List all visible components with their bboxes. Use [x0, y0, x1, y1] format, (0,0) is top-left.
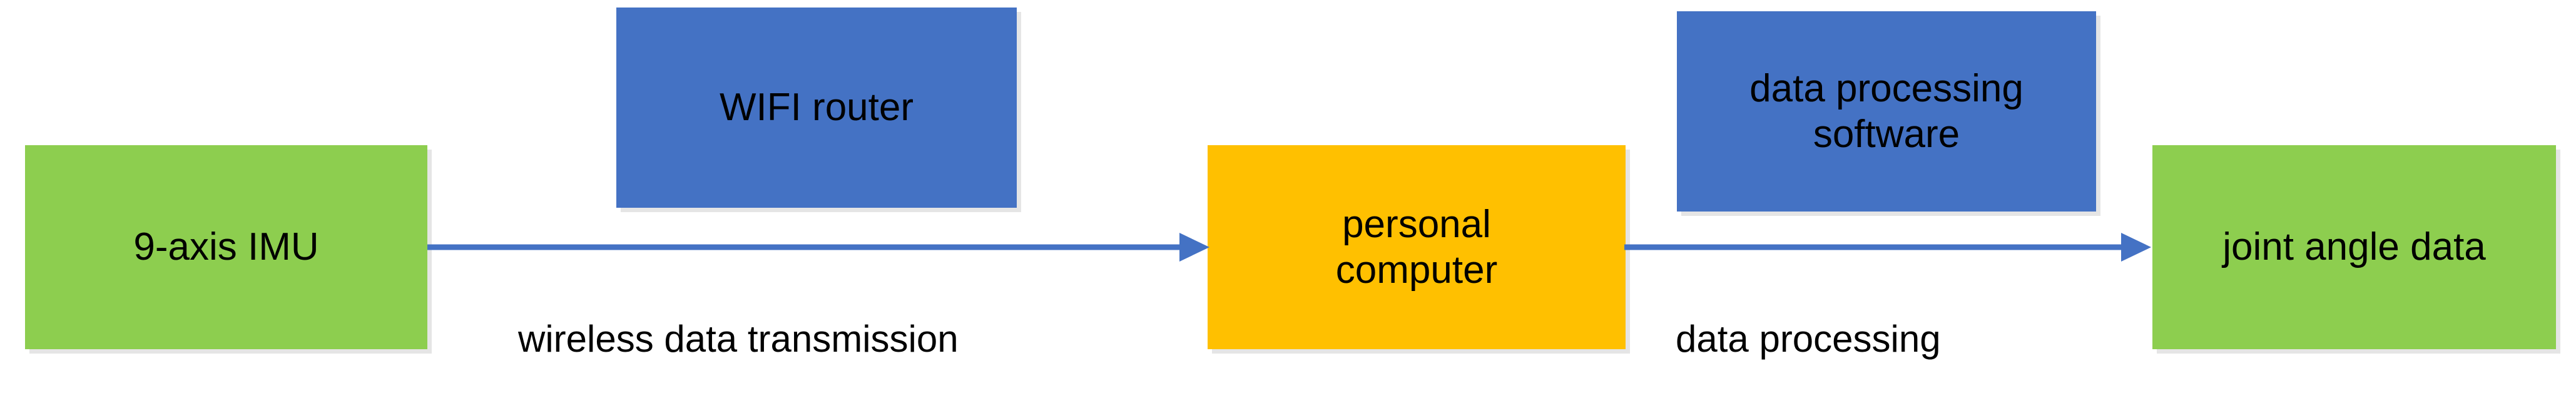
node-9-axis-imu[interactable]: 9-axis IMU [25, 145, 427, 349]
edge-label-data-processing: data processing [1676, 318, 1941, 360]
node-personal-computer-label: personal computer [1335, 202, 1498, 292]
node-personal-computer[interactable]: personal computer [1208, 145, 1626, 349]
node-wifi-router[interactable]: WIFI router [616, 8, 1017, 208]
arrow-imu-to-personal-computer [427, 233, 1209, 262]
node-joint-angle-data-label: joint angle data [2222, 225, 2486, 269]
arrow-head-icon [1179, 233, 1209, 262]
node-data-processing-software[interactable]: data processing software [1677, 11, 2096, 212]
arrow-personal-computer-to-joint-angle-data [1624, 233, 2151, 262]
node-9-axis-imu-label: 9-axis IMU [133, 225, 319, 269]
edge-label-wireless-data-transmission: wireless data transmission [518, 318, 959, 360]
node-joint-angle-data[interactable]: joint angle data [2152, 145, 2556, 349]
arrow-head-icon [2121, 233, 2151, 262]
node-data-processing-software-label: data processing software [1749, 66, 2024, 156]
node-wifi-router-label: WIFI router [719, 86, 914, 130]
